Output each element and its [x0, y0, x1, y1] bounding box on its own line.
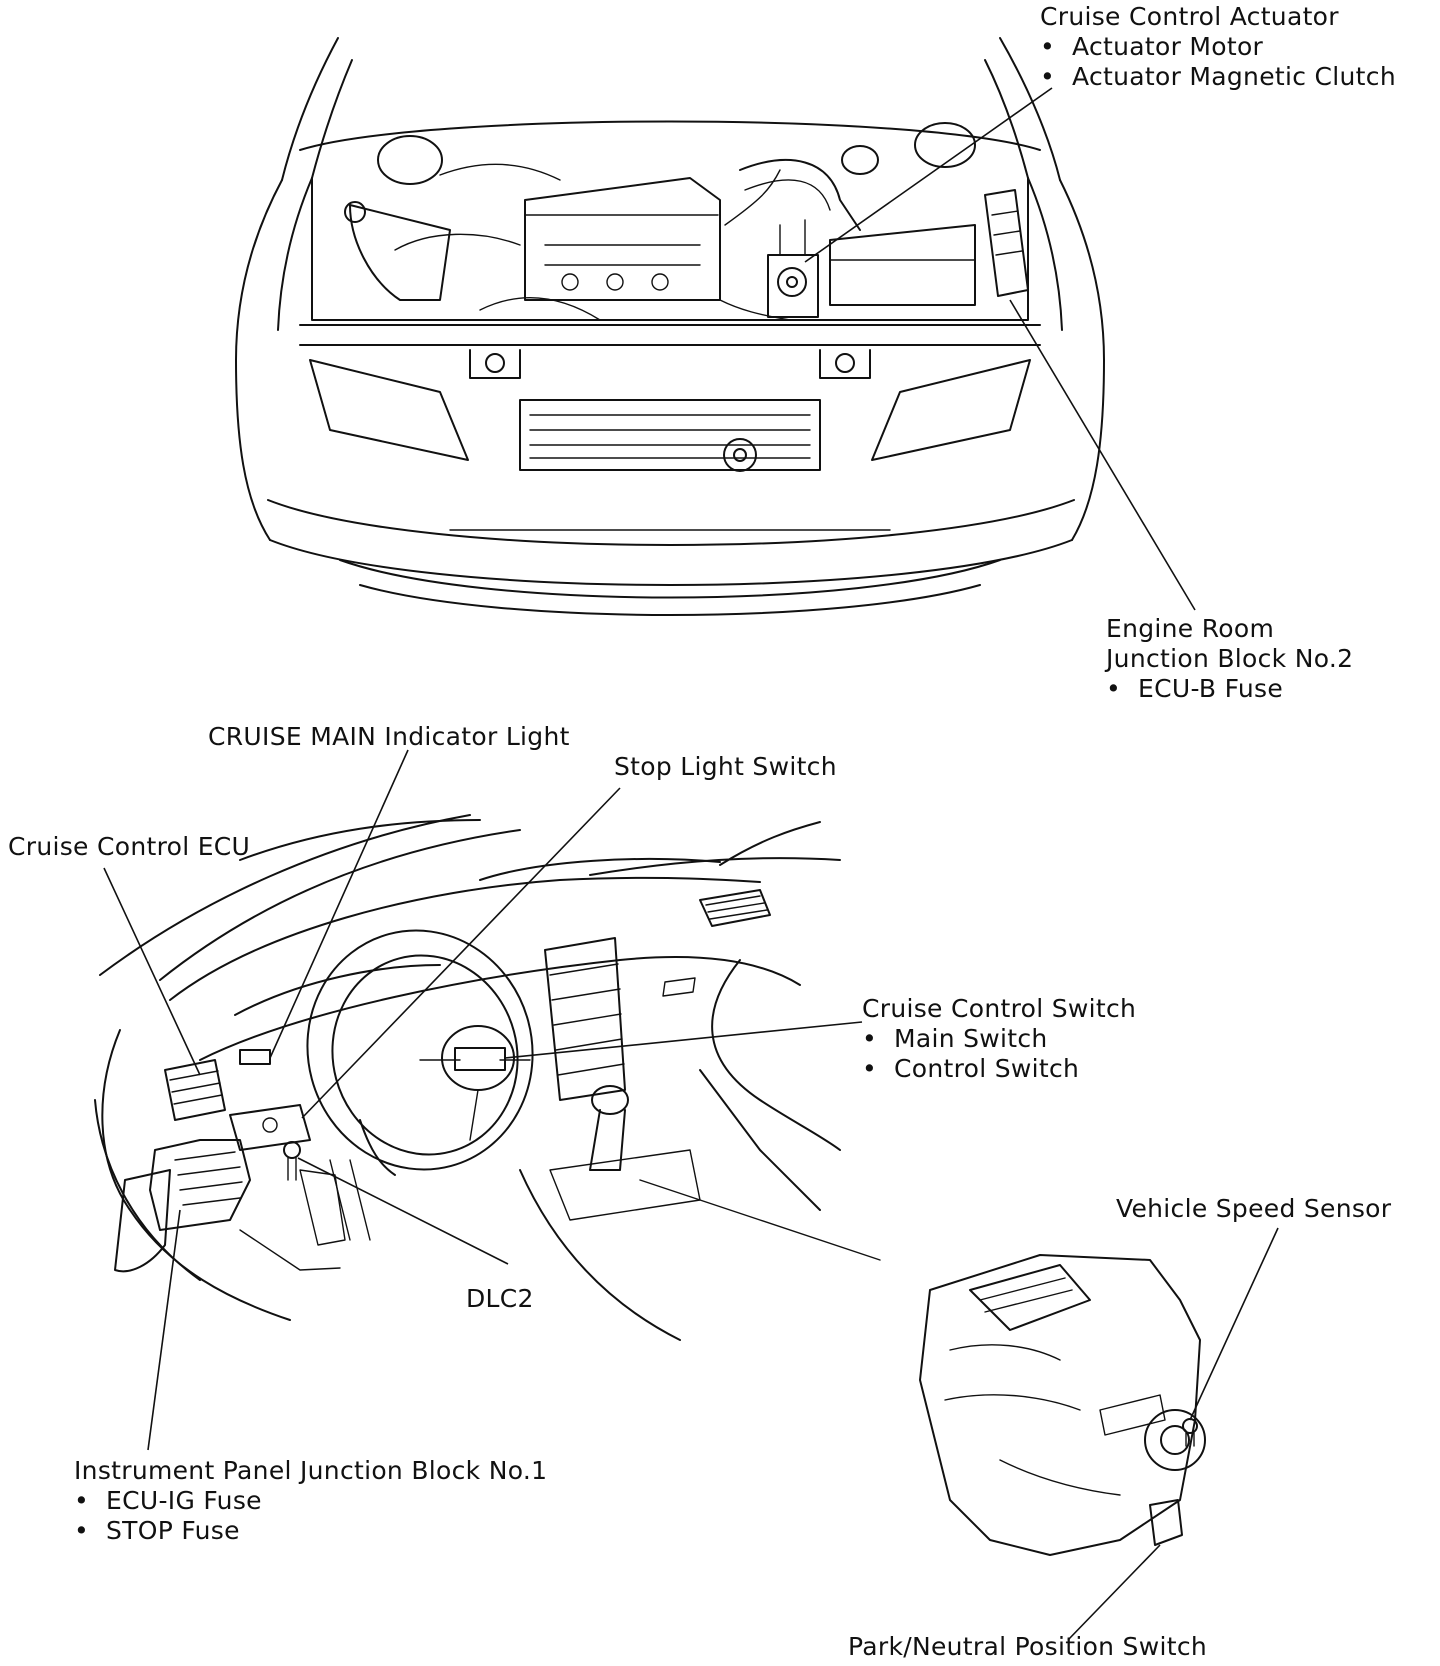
leader-cruise-main-indicator	[269, 749, 409, 1059]
label-title: Junction Block No.2	[1106, 644, 1354, 673]
label-instrument-panel-junction-block: Instrument Panel Junction Block No.1 ECU…	[74, 1456, 547, 1546]
label-bullet: Control Switch	[862, 1054, 1136, 1084]
label-vehicle-speed-sensor: Vehicle Speed Sensor	[1116, 1194, 1392, 1223]
label-cruise-control-actuator: Cruise Control Actuator Actuator Motor A…	[1040, 2, 1396, 92]
label-bullet: Actuator Magnetic Clutch	[1040, 62, 1396, 92]
dashboard-illustration	[94, 814, 881, 1341]
engine-room-illustration	[235, 37, 1105, 616]
label-cruise-main-indicator: CRUISE MAIN Indicator Light	[208, 722, 570, 751]
leader-cruise-control-switch	[504, 1021, 863, 1059]
leader-lines	[103, 87, 1279, 1641]
leader-junction-block-1	[147, 1209, 181, 1451]
leader-park-neutral-switch	[1067, 1544, 1161, 1641]
label-cruise-control-switch: Cruise Control Switch Main Switch Contro…	[862, 994, 1136, 1084]
leader-cruise-control-ecu	[103, 867, 201, 1076]
leader-dlc2	[297, 1157, 509, 1265]
leader-stop-light-switch	[301, 787, 621, 1119]
label-title: Instrument Panel Junction Block No.1	[74, 1456, 548, 1485]
label-stop-light-switch: Stop Light Switch	[614, 752, 837, 781]
label-cruise-control-ecu: Cruise Control ECU	[8, 832, 251, 861]
transaxle-illustration	[919, 1254, 1206, 1556]
label-bullet: STOP Fuse	[74, 1516, 547, 1546]
label-title: Cruise Control Switch	[862, 994, 1137, 1023]
leader-junction-block-2	[1009, 299, 1196, 611]
label-bullet: Actuator Motor	[1040, 32, 1396, 62]
label-park-neutral-position-switch: Park/Neutral Position Switch	[848, 1632, 1208, 1661]
label-title: Cruise Control Actuator	[1040, 2, 1339, 31]
label-bullet: ECU-IG Fuse	[74, 1486, 547, 1516]
label-title: Engine Room	[1106, 614, 1275, 643]
label-engine-room-junction-block: Engine Room Junction Block No.2 ECU-B Fu…	[1106, 614, 1353, 704]
label-bullet: ECU-B Fuse	[1106, 674, 1353, 704]
leader-vehicle-speed-sensor	[1189, 1227, 1279, 1421]
label-dlc2: DLC2	[466, 1284, 534, 1313]
leader-actuator	[804, 87, 1053, 263]
label-bullet: Main Switch	[862, 1024, 1136, 1054]
